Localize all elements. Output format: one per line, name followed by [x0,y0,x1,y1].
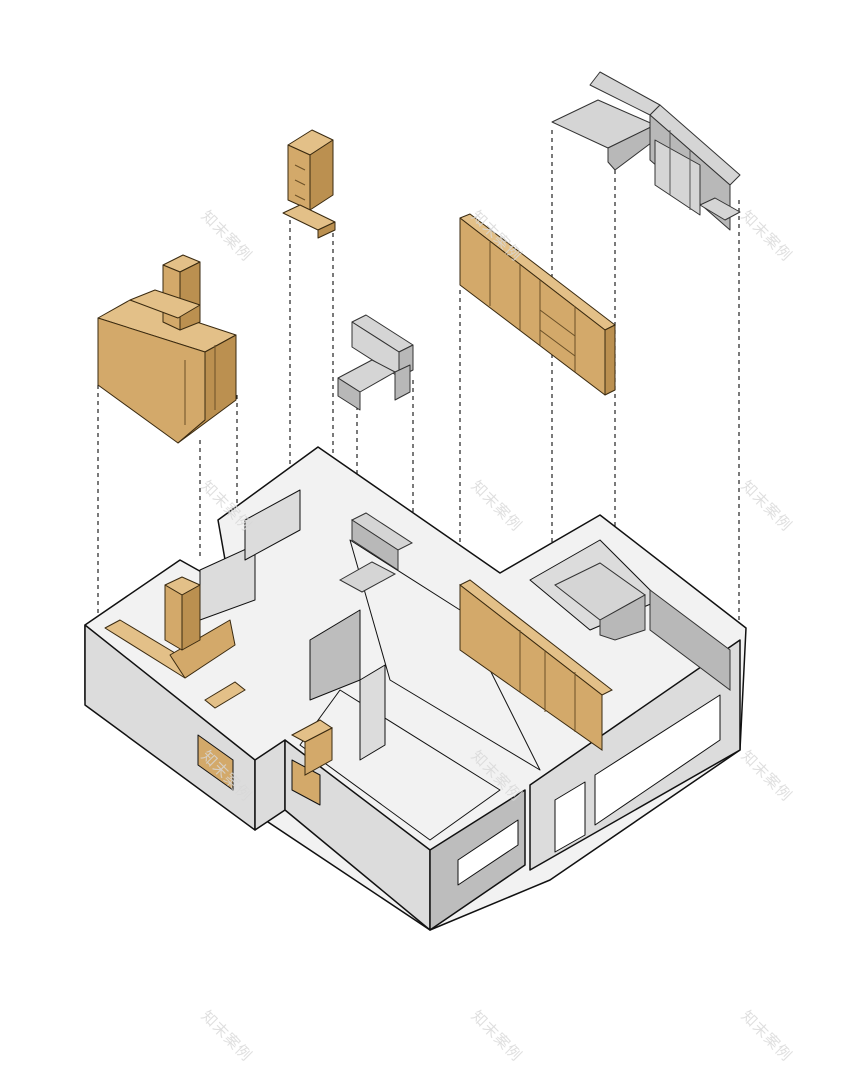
wood-l-cabinet-module [97,254,237,444]
placed-gray-wardrobe [554,562,731,691]
placed-wood-wall-unit [459,579,613,751]
placed-wood-l-cabinet [104,576,236,679]
gray-desk-module [337,314,414,411]
wood-wall-unit-module [459,213,616,396]
floor-plan-base [84,446,747,931]
gray-wardrobe-module [551,71,741,231]
wood-shelf-module [282,129,336,239]
placed-gray-desk [338,512,414,593]
placed-wood-shelf [204,681,333,776]
